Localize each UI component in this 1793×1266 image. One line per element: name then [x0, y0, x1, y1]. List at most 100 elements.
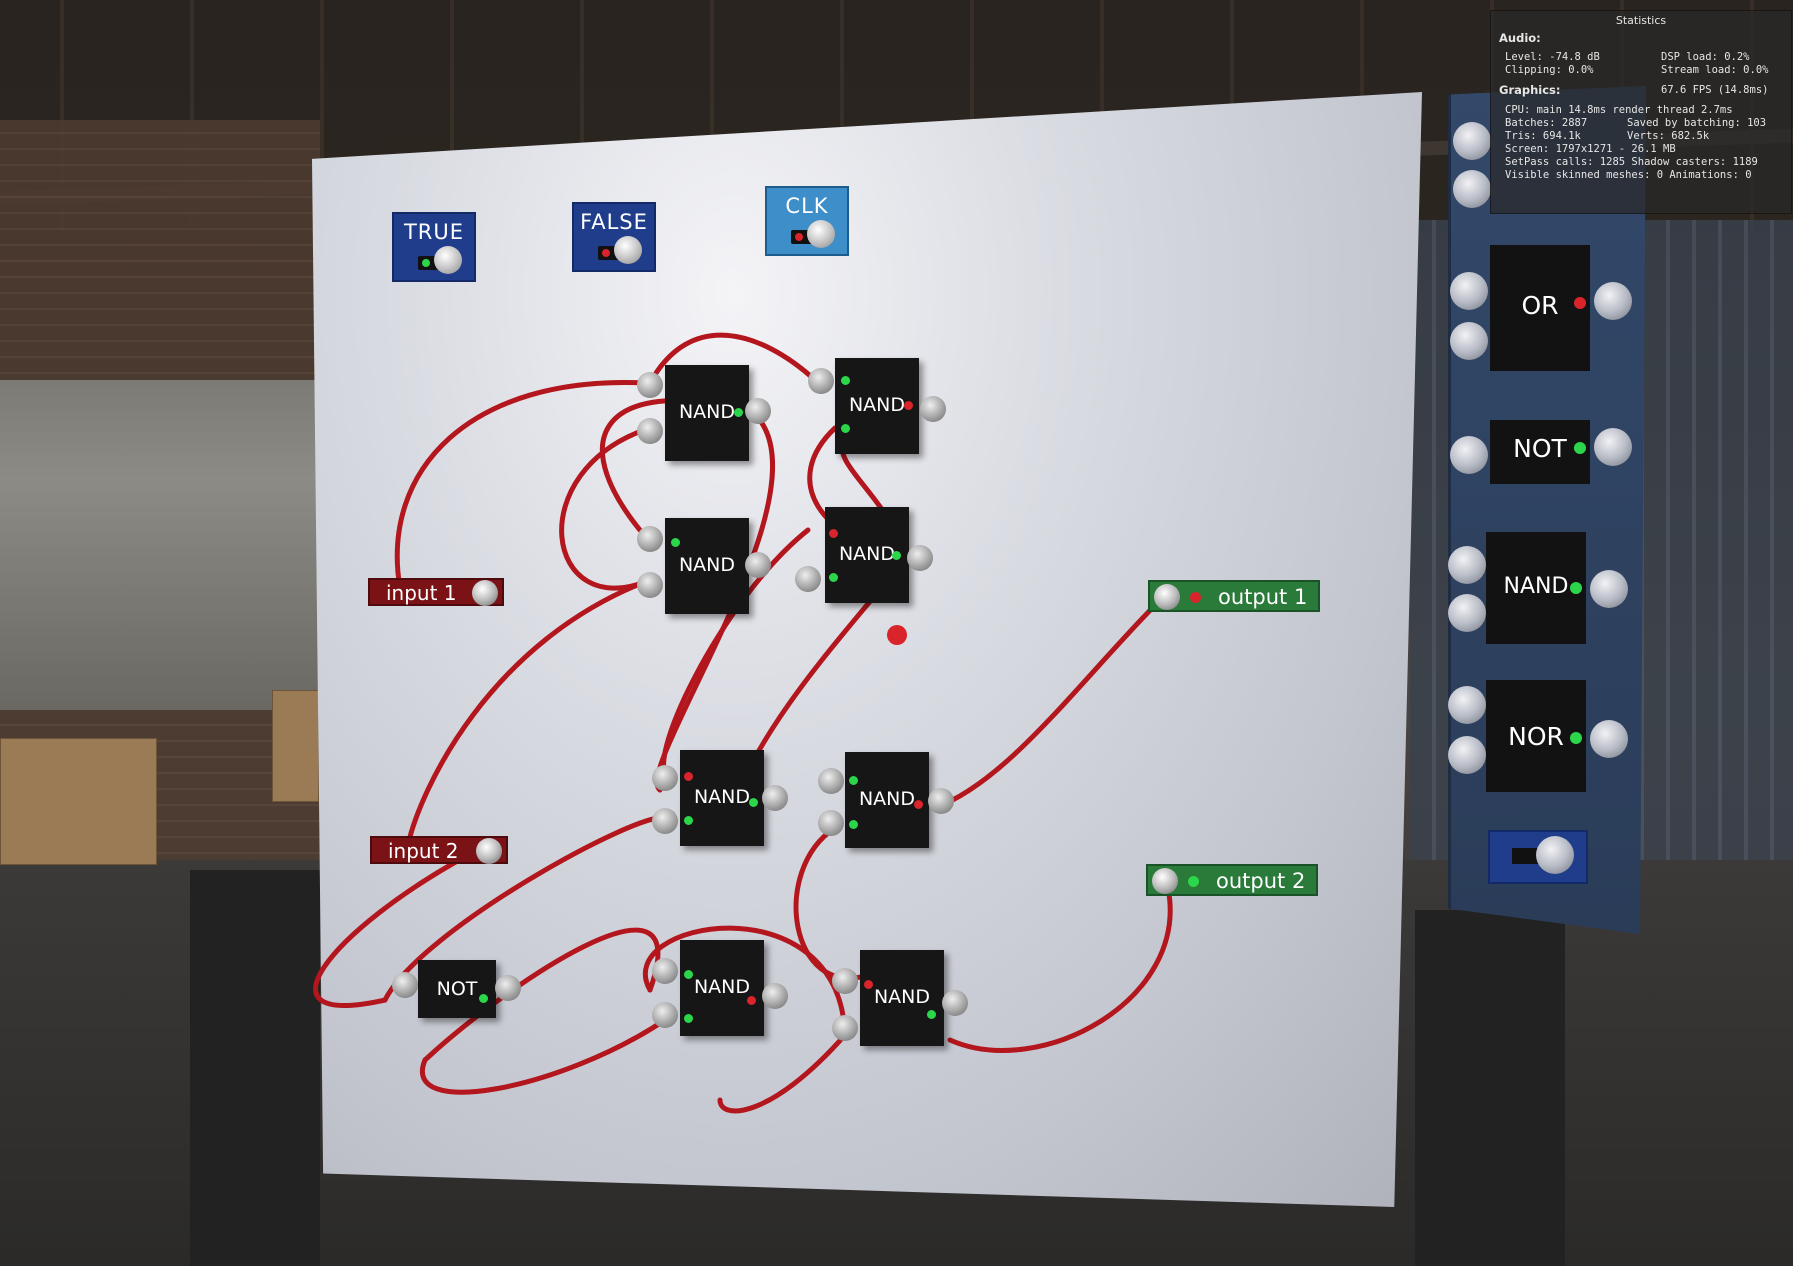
nand-gate[interactable]: NAND [680, 940, 764, 1036]
gate-label: NAND [848, 394, 906, 416]
connector-jack[interactable] [652, 1002, 678, 1028]
dsp-load: DSP load: 0.2% [1661, 51, 1750, 63]
connector-jack[interactable] [907, 545, 933, 571]
gate-label: NAND [693, 786, 751, 808]
true-button[interactable]: TRUE [392, 212, 476, 282]
nand-gate[interactable]: NAND [835, 358, 919, 454]
connector-jack[interactable] [1594, 282, 1632, 320]
toggle-switch[interactable] [418, 246, 462, 274]
connector-jack[interactable] [652, 808, 678, 834]
palette-not-gate[interactable]: NOT [1490, 420, 1590, 484]
stats-title: Statistics [1615, 14, 1667, 27]
connector-jack[interactable] [762, 983, 788, 1009]
toggle-switch[interactable] [598, 236, 642, 264]
palette-or-gate[interactable]: OR [1490, 245, 1590, 371]
knob-icon[interactable] [1536, 836, 1574, 874]
plug-icon[interactable] [476, 838, 502, 864]
connector-jack[interactable] [637, 418, 663, 444]
setpass-calls: SetPass calls: 1285 Shadow casters: 1189 [1505, 156, 1758, 168]
connector-jack[interactable] [762, 785, 788, 811]
connector-jack[interactable] [1450, 272, 1488, 310]
output-1-block[interactable]: output 1 [1148, 580, 1320, 612]
nand-gate[interactable]: NAND [845, 752, 929, 848]
connector-jack[interactable] [637, 372, 663, 398]
wire [947, 885, 1173, 1053]
graphics-heading: Graphics: [1499, 83, 1561, 97]
input-1-block[interactable]: input 1 [368, 578, 504, 606]
connector-jack[interactable] [495, 975, 521, 1001]
connector-jack[interactable] [1453, 170, 1491, 208]
plug-icon[interactable] [1152, 868, 1178, 894]
plug-icon[interactable] [1154, 584, 1180, 610]
connector-jack[interactable] [818, 768, 844, 794]
connector-jack[interactable] [1448, 594, 1486, 632]
connector-jack[interactable] [942, 990, 968, 1016]
connector-jack[interactable] [1590, 720, 1628, 758]
connector-jack[interactable] [745, 552, 771, 578]
connector-jack[interactable] [818, 810, 844, 836]
connector-jack[interactable] [652, 765, 678, 791]
false-button[interactable]: FALSE [572, 202, 656, 272]
input-led [829, 573, 838, 582]
connector-jack[interactable] [745, 398, 771, 424]
connector-jack[interactable] [637, 526, 663, 552]
output-label: output 1 [1218, 585, 1308, 609]
connector-jack[interactable] [832, 1015, 858, 1041]
nand-gate[interactable]: NAND [665, 518, 749, 614]
output-led [927, 1010, 936, 1019]
connector-jack[interactable] [1594, 428, 1632, 466]
plug-icon[interactable] [472, 580, 498, 606]
not-gate[interactable]: NOT [418, 960, 496, 1018]
clk-button[interactable]: CLK [765, 186, 849, 256]
wire [932, 592, 1168, 811]
batches: Batches: 2887 [1505, 117, 1588, 129]
input-led [841, 424, 850, 433]
output-led [734, 408, 743, 417]
wire [382, 815, 668, 1003]
connector-jack[interactable] [928, 788, 954, 814]
crate [0, 738, 157, 865]
connector-jack[interactable] [920, 396, 946, 422]
fps: 67.6 FPS (14.8ms) [1661, 84, 1769, 96]
output-led [892, 551, 901, 560]
connector-jack[interactable] [832, 968, 858, 994]
output-led [1570, 582, 1582, 594]
connector-jack[interactable] [637, 572, 663, 598]
connector-jack[interactable] [1450, 436, 1488, 474]
connector-jack[interactable] [652, 958, 678, 984]
output-2-block[interactable]: output 2 [1146, 864, 1318, 896]
wire [642, 925, 848, 1038]
connector-jack[interactable] [1448, 546, 1486, 584]
wire [559, 425, 653, 591]
input-led [671, 538, 680, 547]
output-led [1574, 442, 1586, 454]
connector-jack[interactable] [392, 972, 418, 998]
nand-gate[interactable]: NAND [825, 507, 909, 603]
connector-jack[interactable] [1450, 322, 1488, 360]
screen-info: Screen: 1797x1271 - 26.1 MB [1505, 143, 1676, 155]
toggle-switch[interactable] [791, 220, 835, 248]
input-led [684, 772, 693, 781]
output-led [1190, 592, 1201, 603]
connector-jack[interactable] [1590, 570, 1628, 608]
connector-jack[interactable] [1448, 736, 1486, 774]
connector-jack[interactable] [1453, 122, 1491, 160]
clipping: Clipping: 0.0% [1505, 64, 1594, 76]
wire [313, 851, 473, 1008]
input-label: input 1 [386, 581, 457, 605]
connector-jack[interactable] [795, 566, 821, 592]
gate-label: OR [1521, 291, 1559, 320]
connector-jack[interactable] [1448, 686, 1486, 724]
nand-gate[interactable]: NAND [680, 750, 764, 846]
cpu-time: CPU: main 14.8ms render thread 2.7ms [1505, 104, 1733, 116]
statistics-panel: Statistics Audio: Level: -74.8 dB DSP lo… [1490, 10, 1792, 214]
palette-nand-gate[interactable]: NAND [1486, 532, 1586, 644]
palette-switch[interactable] [1488, 830, 1588, 884]
input-2-block[interactable]: input 2 [370, 836, 508, 864]
connector-jack[interactable] [808, 368, 834, 394]
nand-gate[interactable]: NAND [665, 365, 749, 461]
nand-gate[interactable]: NAND [860, 950, 944, 1046]
output-led [1188, 876, 1199, 887]
palette-nor-gate[interactable]: NOR [1486, 680, 1586, 792]
